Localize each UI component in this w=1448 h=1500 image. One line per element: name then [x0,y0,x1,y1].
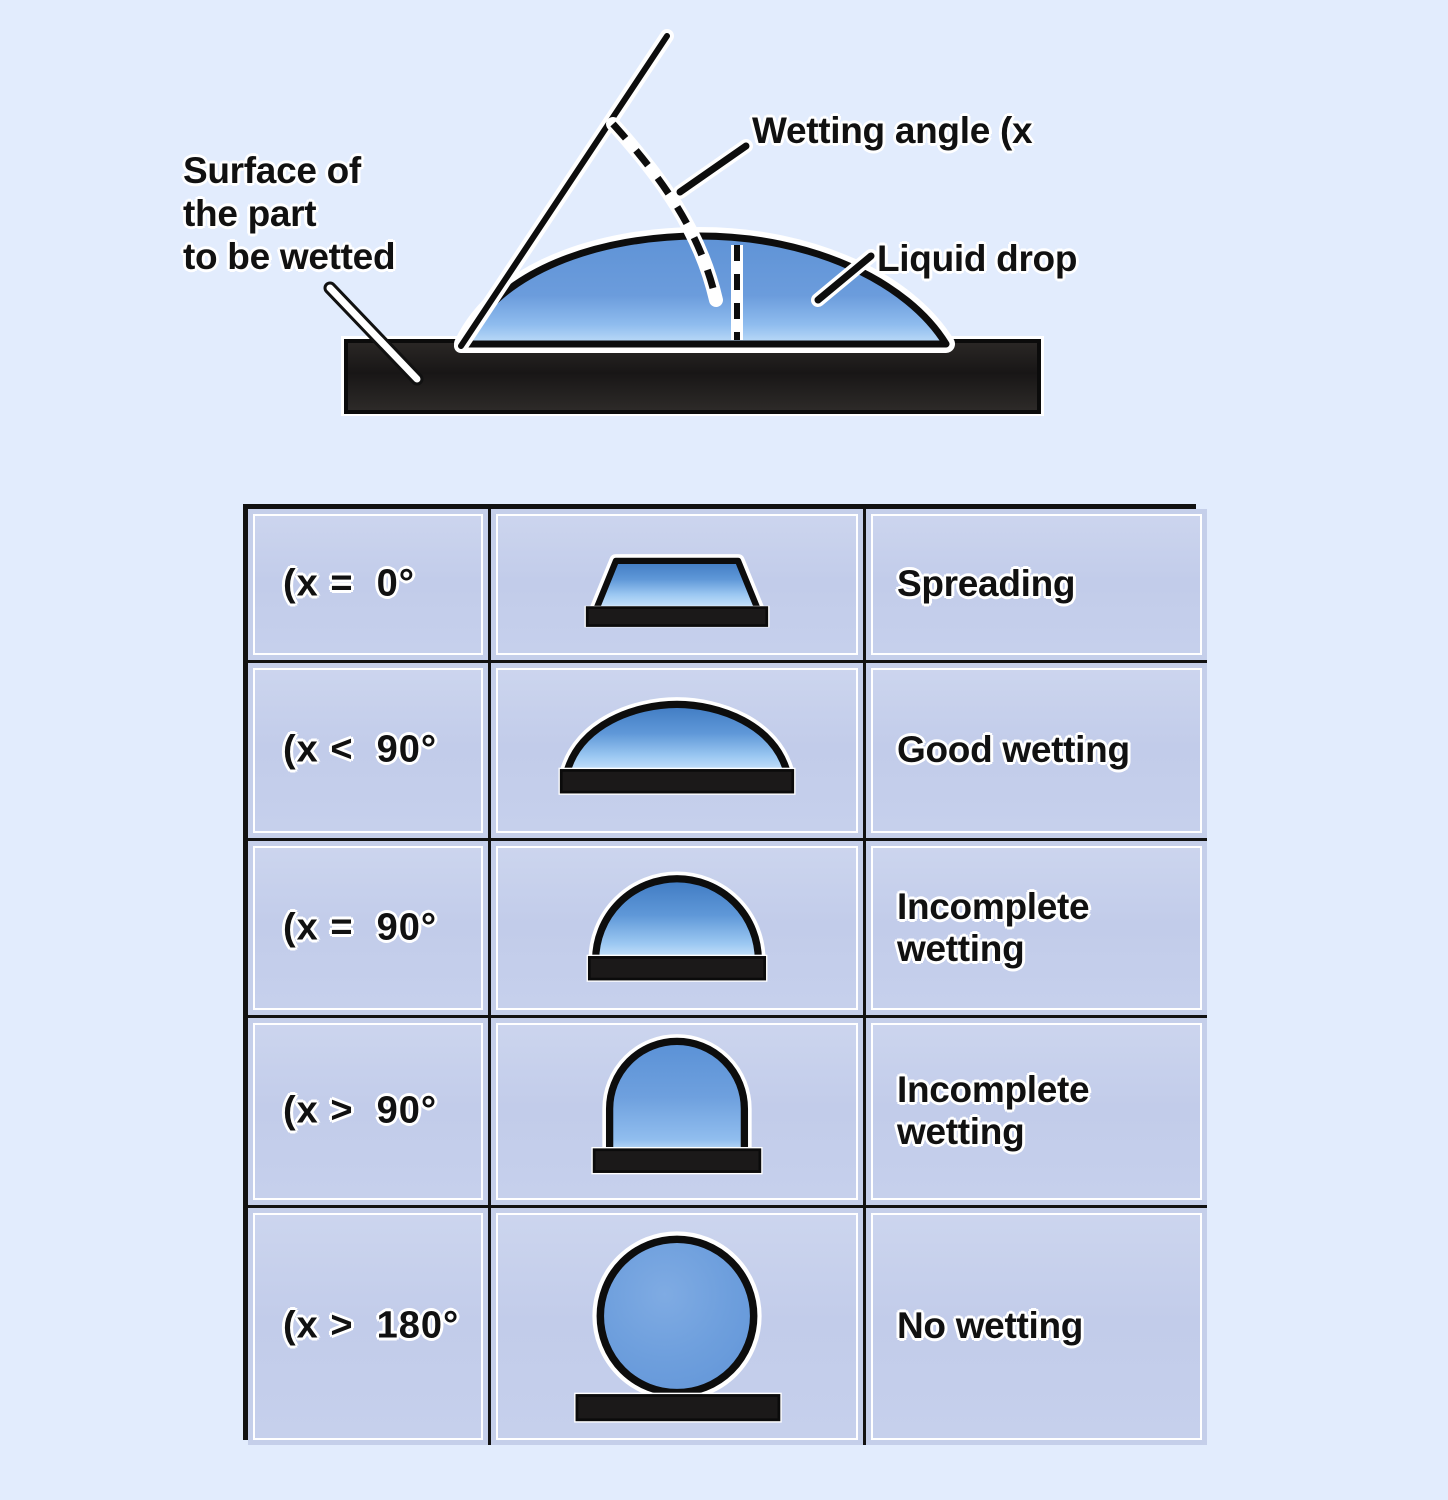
cell-inner: (x < 90° [253,667,483,833]
table-row: (x > 90° [248,1014,1207,1208]
cell-inner [496,1022,858,1200]
cell-figure [488,837,866,1018]
cell-inner: Spreading [871,514,1202,655]
wetting-classification-table: (x = 0° [243,504,1207,1445]
table-row: (x = 0° [248,509,1207,663]
description-value: Spreading [897,563,1076,605]
cell-inner: Good wetting [871,667,1202,833]
cell-inner: No wetting [871,1212,1202,1440]
angle-arc-dashed [606,117,723,307]
description-value: No wetting [897,1305,1084,1347]
cell-angle: (x < 90° [248,659,491,841]
description-value: Incomplete wetting [897,885,1090,969]
description-value: Good wetting [897,728,1130,770]
table-row: (x > 180° [248,1204,1207,1445]
cell-angle: (x = 90° [248,837,491,1018]
table-row: (x = 90° [248,837,1207,1018]
cell-inner [496,1212,858,1440]
cell-description: Incomplete wetting [863,837,1207,1018]
surface-leader [323,281,424,386]
tangent-line [454,29,674,353]
drop-shape-sphere [574,1230,782,1423]
angle-value: (x < 90° [283,728,438,771]
wetting-angle-illustration [323,29,1044,416]
liquid-drop-leader [811,249,878,307]
cell-angle: (x > 180° [248,1204,491,1445]
description-value: Incomplete wetting [897,1068,1090,1152]
drop-shape-shallow-dome [558,696,796,795]
cell-angle: (x > 90° [248,1014,491,1208]
cell-inner [496,514,858,655]
cell-description: Incomplete wetting [863,1014,1207,1208]
wetting-angle-leader [673,139,753,199]
cell-inner: (x > 90° [253,1022,483,1200]
cell-description: Good wetting [863,659,1207,841]
cell-inner: Incomplete wetting [871,1022,1202,1200]
liquid-drop [454,227,955,353]
angle-value: (x > 180° [283,1304,460,1347]
cell-description: No wetting [863,1204,1207,1445]
angle-value: (x = 0° [283,562,415,605]
cell-figure [488,1014,866,1208]
cell-inner: (x > 180° [253,1212,483,1440]
cell-description: Spreading [863,509,1207,663]
cell-inner: Incomplete wetting [871,845,1202,1010]
cell-inner [496,845,858,1010]
drop-shape-tall-dome [591,1033,763,1174]
cell-inner: (x = 90° [253,845,483,1010]
angle-value: (x = 90° [283,906,438,948]
drop-shape-spread [584,554,770,628]
drop-shape-hemisphere [586,871,768,982]
cell-figure [488,659,866,841]
cell-inner: (x = 0° [253,514,483,655]
angle-value: (x > 90° [283,1089,438,1132]
table-row: (x < 90° [248,659,1207,841]
cell-figure [488,509,866,663]
cell-inner [496,667,858,833]
cell-angle: (x = 0° [248,509,491,663]
cell-figure [488,1204,866,1445]
